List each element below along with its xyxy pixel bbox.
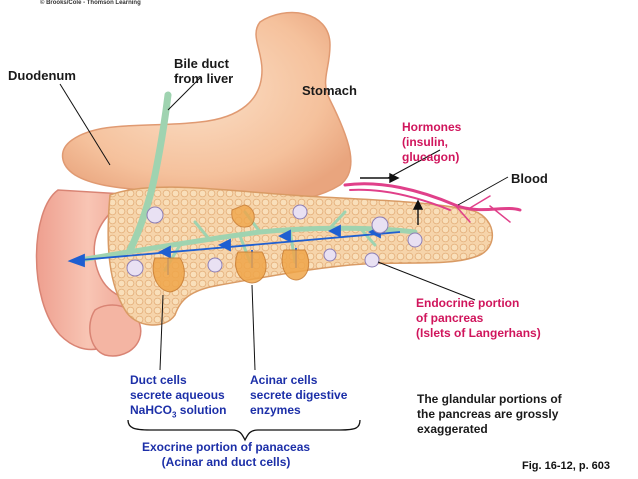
label-endocrine: Endocrine portion of pancreas (Islets of… (416, 296, 541, 340)
copyright-text: © Brooks/Cole - Thomson Learning (40, 0, 141, 6)
duct-cells-line-1: Duct cells (130, 373, 187, 387)
label-blood: Blood (511, 171, 548, 186)
formula-base: NaHCO (130, 403, 173, 417)
label-duct-cells: Duct cells secrete aqueous NaHCO3 soluti… (130, 373, 226, 422)
duct-cells-line-2: secrete aqueous (130, 388, 225, 402)
acini-clusters (152, 204, 310, 293)
duodenum-lower-loop (89, 304, 142, 357)
duct-cells-line-3: NaHCO3 solution (130, 403, 226, 422)
label-exocrine: Exocrine portion of panaceas (Acinar and… (142, 440, 311, 469)
exocrine-brace (127, 419, 361, 442)
blood-vessels (343, 182, 522, 223)
label-acinar-cells: Acinar cells secrete digestive enzymes (250, 373, 348, 417)
leader-lines (59, 77, 509, 371)
stomach-shape (61, 11, 352, 204)
formula-suffix: solution (176, 403, 227, 417)
formula-subscript: 3 (172, 410, 177, 420)
note-exaggerated: The glandular portions of the pancreas a… (417, 392, 562, 436)
figure-reference: Fig. 16-12, p. 603 (522, 460, 611, 472)
bile-duct-shape (126, 91, 172, 254)
label-stomach: Stomach (302, 83, 357, 98)
hormone-arrows (360, 172, 424, 225)
label-bile-duct: Bile duct from liver (174, 56, 234, 86)
islets-of-langerhans (126, 204, 423, 277)
label-duodenum: Duodenum (8, 68, 76, 83)
label-hormones: Hormones (insulin, glucagon) (402, 120, 462, 164)
